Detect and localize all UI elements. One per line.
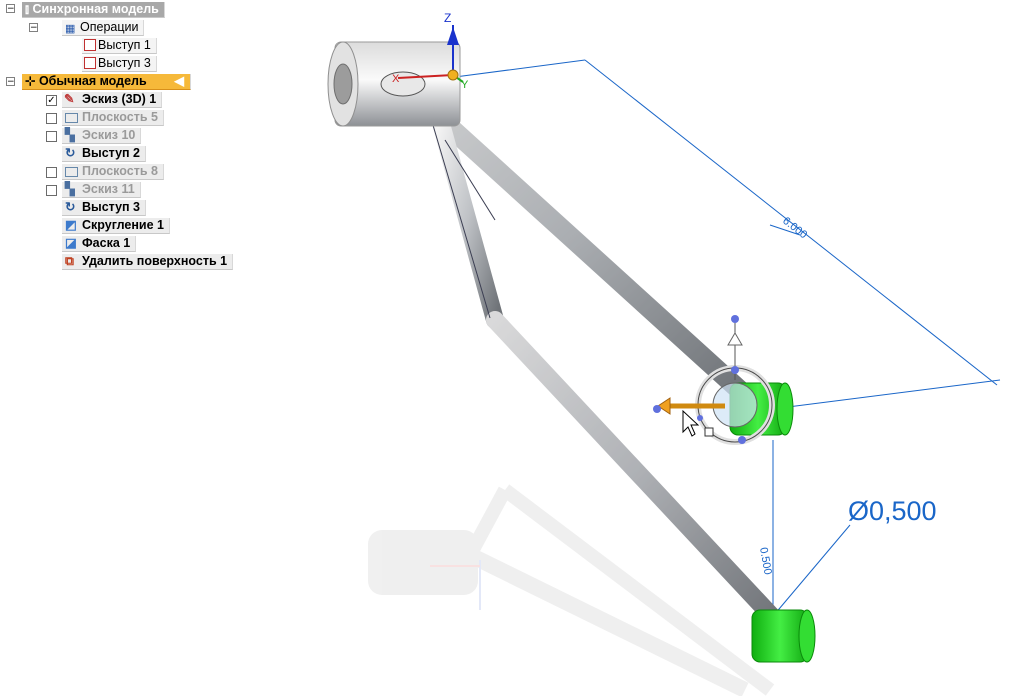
item-label: Выступ 2 [82,146,141,160]
item-label: Выступ 3 [82,200,141,214]
checkbox-sketch3d[interactable]: ✓ [46,95,57,106]
steering-wheel-handle[interactable] [653,315,775,445]
tree-item-protrusion2[interactable]: ↻ Выступ 2 [62,146,147,162]
hub-boss[interactable] [327,41,461,127]
protrusion-icon [84,39,96,51]
item-label: Скругление 1 [82,218,164,232]
collapse-operations-toggle[interactable]: − [29,23,38,33]
tree-sync-model-label[interactable]: ⫾ Синхронная модель [22,2,165,18]
sweep-icon: ↻ [65,200,76,214]
tree-item-sketch11[interactable]: ▚ Эскиз 11 [62,182,141,198]
tree-item-protrusion3[interactable]: ↻ Выступ 3 [62,200,147,216]
item-label: Эскиз 10 [82,128,136,142]
floor-reflection [368,484,775,696]
length-dimension[interactable] [454,59,1001,409]
diameter-dimension-label[interactable]: Ø0,500 [848,496,937,526]
item-label: Эскиз (3D) 1 [82,92,157,106]
item-label: Плоскость 8 [82,164,158,178]
ordered-model-icon: ⊹ [25,74,39,88]
triad-x-label: X [392,73,400,85]
protrusion-icon [84,57,96,69]
delete-face-icon: ⧉ [65,254,74,268]
length-dimension-value: 6.000 [780,215,809,241]
length-value-mark: 6.000 [780,215,809,241]
sweep-icon: ↻ [65,146,76,160]
sync-item-2-text: Выступ 3 [98,56,151,70]
round-icon: ◩ [65,218,77,232]
tree-item-delete-face1[interactable]: ⧉ Удалить поверхность 1 [62,254,234,270]
checkbox-sketch11[interactable] [46,185,57,196]
tree-item-sketch10[interactable]: ▚ Эскиз 10 [62,128,142,144]
checkbox-sketch10[interactable] [46,131,57,142]
operations-text: Операции [80,20,139,34]
offset-dimension-value: 0.500 [757,546,774,575]
sketch-icon: ▚ [65,128,75,142]
mouse-cursor-icon [682,409,700,437]
collapse-ordered-toggle[interactable]: − [6,77,15,87]
tree-item-plane8[interactable]: Плоскость 8 [62,164,164,180]
triad-z-label: Z [444,11,451,25]
tree-ordered-model-label[interactable]: ⊹ Обычная модель ◀ [22,74,191,90]
tree-item-plane5[interactable]: Плоскость 5 [62,110,164,126]
triad-y-label: Y [461,79,469,91]
tree-item-sketch3d[interactable]: ✎ Эскиз (3D) 1 [62,92,163,108]
sketch3d-icon: ✎ [64,92,75,106]
collapse-sync-toggle[interactable]: − [6,4,15,14]
plane-icon [65,113,78,123]
item-label: Фаска 1 [82,236,131,250]
item-label: Плоскость 5 [82,110,158,124]
active-arrow-icon: ◀ [174,74,184,88]
chamfer-icon: ◪ [65,236,77,250]
plane-icon [65,167,78,177]
sync-model-icon: ⫾ [25,2,33,16]
ordered-model-text: Обычная модель [38,74,147,88]
tree-item-round1[interactable]: ◩ Скругление 1 [62,218,170,234]
item-label: Эскиз 11 [82,182,135,196]
operations-icon: ▦ [65,23,76,35]
diameter-leader[interactable] [762,440,851,629]
checkbox-plane8[interactable] [46,167,57,178]
frame-tubes[interactable] [390,72,789,634]
tree-operations-label[interactable]: ▦ Операции [62,20,145,36]
tree-item-chamfer1[interactable]: ◪ Фаска 1 [62,236,137,252]
tree-sync-item-2[interactable]: Выступ 3 [82,56,157,72]
sync-model-text: Синхронная модель [32,2,159,16]
checkbox-plane5[interactable] [46,113,57,124]
coordinate-triad[interactable]: Z Y X [392,11,469,91]
sketch-icon: ▚ [65,182,75,196]
selected-boss-lower[interactable] [751,609,816,663]
sync-item-1-text: Выступ 1 [98,38,151,52]
tree-sync-item-1[interactable]: Выступ 1 [82,38,157,54]
item-label: Удалить поверхность 1 [82,254,228,268]
path-finder-tree: − ⫾ Синхронная модель − ▦ Операции Высту… [0,0,290,280]
